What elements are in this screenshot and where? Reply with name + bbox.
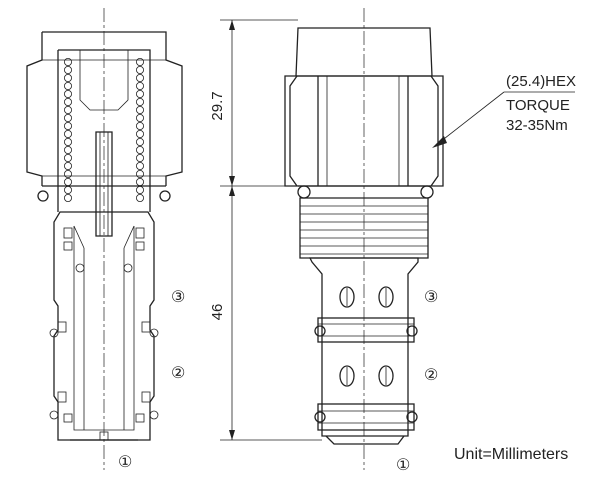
port3-holes <box>339 286 394 308</box>
dimension-lower-label: 46 <box>209 304 226 321</box>
section-poppet <box>83 248 125 430</box>
torque-title-label: TORQUE <box>506 97 570 114</box>
port2-holes <box>339 365 394 387</box>
section-seal-right <box>159 190 171 202</box>
exterior-port1-label: ① <box>396 457 410 474</box>
thread-lines <box>300 205 428 255</box>
spring-coils-left <box>64 58 73 202</box>
dimension-upper-label: 29.7 <box>209 91 226 120</box>
hex-size-label: (25.4)HEX <box>506 73 576 90</box>
spring-chamber <box>57 49 151 212</box>
exterior-view <box>284 8 444 470</box>
arrow-mid-down <box>229 186 235 196</box>
section-hex-body <box>26 31 183 186</box>
arrow-top <box>229 20 235 30</box>
oring-groove-upper <box>314 317 418 343</box>
callout-arrowhead <box>432 136 447 148</box>
hex-callout <box>432 91 575 148</box>
section-orings <box>49 227 159 423</box>
exterior-stem <box>308 257 419 437</box>
section-nose <box>99 431 109 441</box>
arrow-mid-up <box>229 176 235 186</box>
center-stem <box>95 131 113 237</box>
spring-coils-right <box>135 58 144 202</box>
exterior-port2-label: ② <box>424 367 438 384</box>
arrow-bottom <box>229 430 235 440</box>
torque-value-label: 32-35Nm <box>506 117 568 134</box>
hex-nut <box>284 75 444 187</box>
hex-chamfer-left <box>289 75 298 187</box>
exterior-seal-left <box>297 185 311 199</box>
dimension-lines <box>220 19 322 441</box>
exterior-nose <box>325 435 405 445</box>
spring-cap <box>79 50 129 111</box>
callout-leader <box>439 91 505 143</box>
section-seat <box>73 225 135 249</box>
oring-groove-lower <box>314 403 418 431</box>
section-port1-label: ① <box>118 454 132 471</box>
exterior-port3-label: ③ <box>424 289 438 306</box>
section-seal-left <box>37 190 49 202</box>
unit-note: Unit=Millimeters <box>454 446 568 463</box>
section-sleeve <box>53 211 155 441</box>
section-port3-label: ③ <box>171 289 185 306</box>
section-view <box>26 8 183 470</box>
section-port2-label: ② <box>171 365 185 382</box>
section-bore <box>73 226 135 431</box>
hex-chamfer-right <box>430 75 439 187</box>
exterior-seal-right <box>420 185 434 199</box>
